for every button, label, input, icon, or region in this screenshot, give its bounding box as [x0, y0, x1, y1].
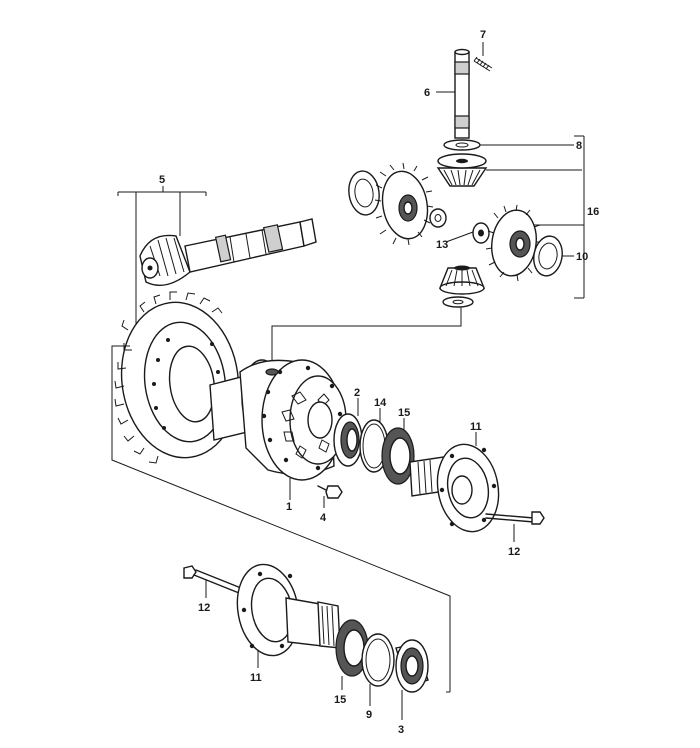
bearing-part-2 [333, 398, 363, 467]
small-washer-13b [472, 222, 490, 244]
callout-13: 13 [436, 239, 448, 251]
thrust-washer-part-8 [443, 139, 574, 151]
pinion-gear-lower [438, 265, 486, 295]
callout-16: 16 [587, 206, 599, 218]
thrust-washer-part-10 [533, 235, 574, 277]
assembly-bracket [111, 345, 451, 693]
ring-gear [114, 291, 240, 464]
callout-7: 7 [480, 29, 486, 41]
leader-case-window [271, 307, 462, 366]
side-flange-part-11-top [409, 432, 500, 533]
pinion-gear-upper [436, 153, 582, 187]
spring-pin-part-7 [473, 42, 493, 72]
race-part-15-bottom [335, 619, 369, 690]
callout-12-bottom: 12 [198, 602, 210, 614]
side-gear-right [485, 204, 542, 282]
callout-8: 8 [576, 140, 582, 152]
drive-pinion-part-5 [139, 218, 317, 286]
bolt-part-4 [317, 485, 343, 508]
pinion-shaft-part-6 [436, 48, 470, 139]
callout-5: 5 [159, 174, 165, 186]
bracket-16 [534, 135, 585, 299]
callout-6: 6 [424, 87, 430, 99]
leader-13 [445, 231, 474, 243]
callout-4: 4 [320, 512, 327, 524]
callout-12-top: 12 [508, 546, 520, 558]
small-washer-13a [429, 208, 447, 228]
callout-2: 2 [354, 387, 360, 399]
callout-3: 3 [398, 724, 404, 736]
side-gear-left [374, 162, 434, 246]
bolt-part-12-top [485, 511, 545, 542]
ring-part-9 [361, 633, 395, 706]
callout-9: 9 [366, 709, 372, 721]
callout-10: 10 [576, 251, 588, 263]
race-part-15-top [381, 418, 415, 485]
thrust-washer-lower [442, 296, 474, 308]
side-flange-part-11-bottom [236, 563, 341, 668]
callout-14: 14 [374, 397, 387, 409]
bolt-part-12-bottom [183, 565, 247, 598]
thrust-washer-left [348, 170, 380, 216]
differential-case-part-1 [209, 359, 347, 500]
callout-11-bottom: 11 [250, 672, 262, 684]
callout-15-bottom: 15 [334, 694, 346, 706]
bearing-part-3 [395, 639, 429, 720]
callout-labels: 7 6 8 16 10 13 5 2 14 15 11 1 4 12 12 11… [159, 29, 599, 736]
callout-15-top: 15 [398, 407, 410, 419]
callout-11-top: 11 [470, 421, 482, 433]
bracket-5 [117, 186, 207, 344]
callout-1: 1 [286, 501, 292, 513]
